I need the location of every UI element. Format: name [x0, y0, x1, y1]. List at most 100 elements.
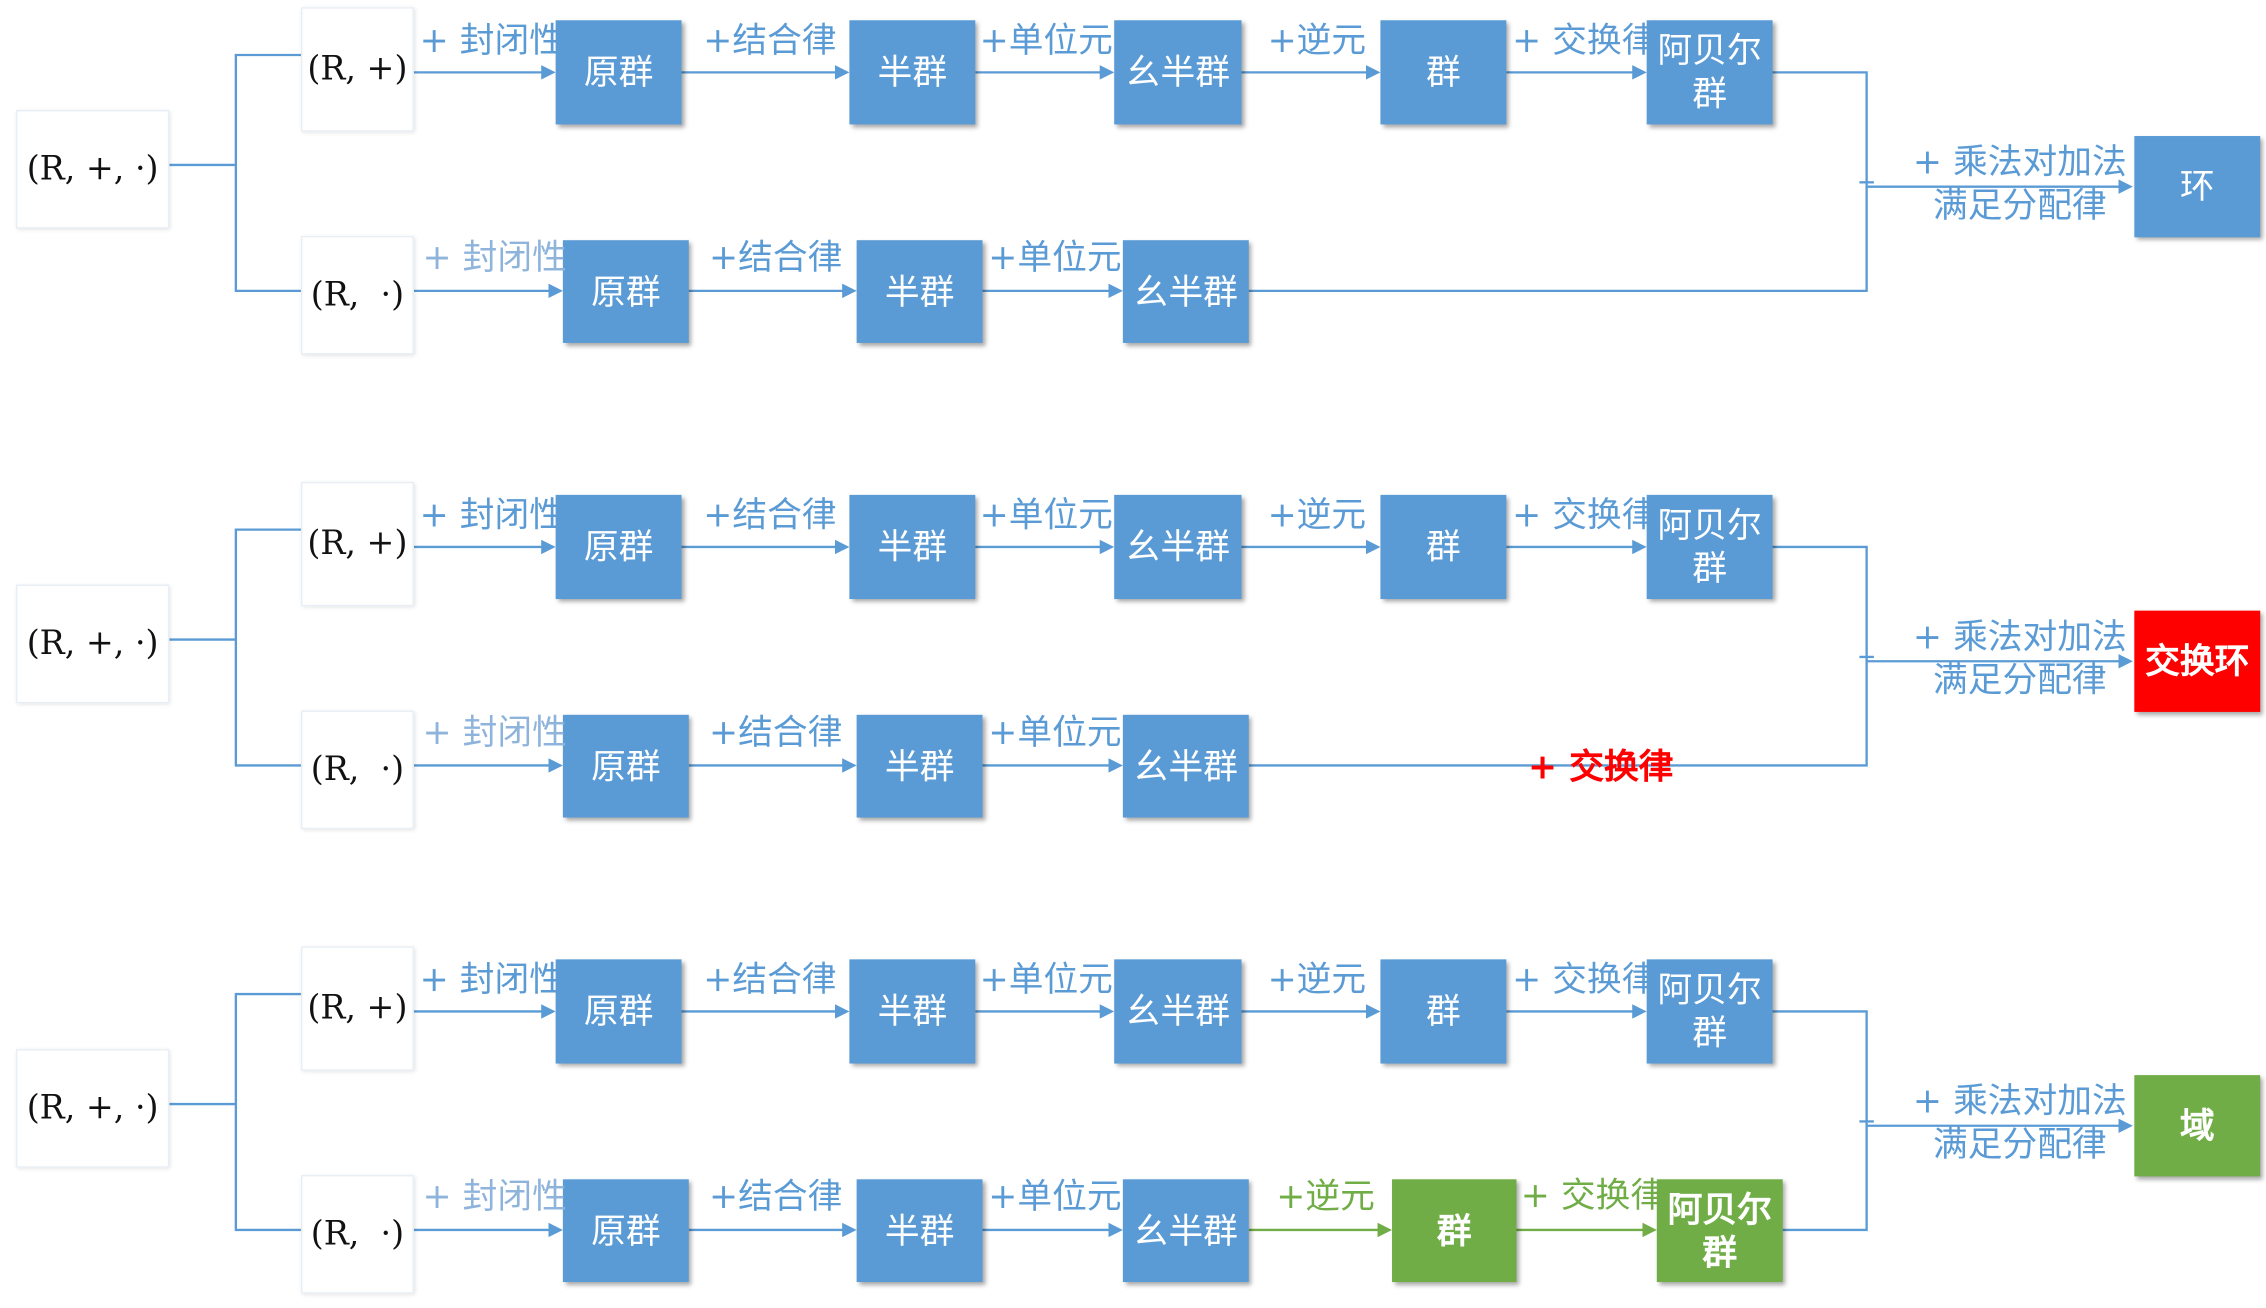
- panel3-bottom-group: 群: [1392, 1179, 1517, 1283]
- panel3-ring-set: (R, +, ·): [15, 1049, 170, 1168]
- panel1-top-identity-label: +单位元: [979, 20, 1113, 61]
- panel1-additive-set: (R, +): [300, 7, 414, 132]
- panel1-distributive-label-line1: + 乘法对加法: [1912, 141, 2127, 183]
- panel3-bottom-closure-label: + 封闭性: [422, 1176, 567, 1217]
- panel1-top-semigroup-label: 半群: [877, 52, 948, 93]
- panel1-top-associativity-label: +结合律: [703, 20, 837, 61]
- panel1-top-abelian-group-label: 阿贝尔 群: [1657, 30, 1762, 115]
- panel3-result-field: 域: [2134, 1075, 2261, 1177]
- panel2-bottom-semigroup-label: 半群: [884, 745, 955, 787]
- panel3-top-semigroup-label: 半群: [877, 991, 948, 1032]
- panel2-bottom-associativity-label: +结合律: [709, 711, 843, 753]
- panel2-join-bracket: [1248, 545, 1868, 767]
- panel2-top-monoid: 幺半群: [1114, 494, 1242, 600]
- panel2-bottom-semigroup: 半群: [856, 714, 983, 818]
- panel3-bottom-abelian-group: 阿贝尔 群: [1656, 1179, 1783, 1283]
- panel2-top-group-label: 群: [1426, 526, 1461, 568]
- panel3-top-monoid-label: 幺半群: [1125, 991, 1230, 1032]
- panel3-distributive-label-line1: + 乘法对加法: [1912, 1080, 2127, 1122]
- panel2-bottom-identity-label: +单位元: [988, 711, 1122, 753]
- panel3-result-field-label: 域: [2179, 1105, 2215, 1147]
- panel3-top-associativity-label: +结合律: [703, 959, 837, 1000]
- panel3-bottom-magma: 原群: [562, 1179, 689, 1283]
- panel2-bottom-monoid: 幺半群: [1122, 714, 1249, 818]
- panel1-top-closure-label: + 封闭性: [419, 20, 564, 61]
- panel1-top-group-label: 群: [1426, 52, 1461, 93]
- panel2-bottom-magma-label: 原群: [591, 745, 661, 787]
- panel3-top-closure-label: + 封闭性: [419, 959, 564, 1000]
- panel1-bottom-semigroup: 半群: [856, 240, 983, 343]
- panel3-top-monoid: 幺半群: [1114, 959, 1242, 1064]
- panel1-result-ring-label: 环: [2179, 166, 2215, 207]
- panel3-bottom-semigroup-label: 半群: [884, 1210, 955, 1251]
- panel3-bracket: [234, 992, 301, 1232]
- panel2-top-semigroup-label: 半群: [877, 526, 948, 568]
- panel1-top-commutativity-label: + 交换律: [1512, 20, 1657, 61]
- panel2-top-closure-label: + 封闭性: [419, 494, 564, 536]
- panel3-join-bracket: [1772, 1010, 1868, 1232]
- panel3-top-semigroup: 半群: [849, 959, 976, 1064]
- panel3-distributive-label: + 乘法对加法满足分配律: [1913, 1079, 2127, 1166]
- panel1-bottom-semigroup-label: 半群: [884, 271, 955, 312]
- panel1-bottom-identity-label: +单位元: [988, 237, 1122, 278]
- panel2-top-magma-label: 原群: [583, 526, 654, 568]
- panel3-bottom-magma-label: 原群: [591, 1210, 661, 1251]
- panel2-ring-set: (R, +, ·): [15, 584, 170, 704]
- panel1-bracket: [234, 53, 301, 293]
- panel1-ring-set: (R, +, ·): [15, 109, 170, 229]
- panel3-bottom-group-label: 群: [1436, 1210, 1472, 1251]
- panel3-bottom-monoid: 幺半群: [1122, 1179, 1249, 1283]
- panel2-distributive-label-line1: + 乘法对加法: [1912, 616, 2127, 657]
- panel2-mult-commutativity-label: + 交换律: [1528, 746, 1674, 788]
- panel2-top-abelian-group: 阿贝尔 群: [1646, 494, 1773, 600]
- panel3-additive-set: (R, +): [300, 946, 414, 1071]
- panel1-bottom-monoid: 幺半群: [1122, 240, 1249, 343]
- panel2-bracket: [234, 528, 301, 767]
- panel2-top-semigroup: 半群: [849, 494, 976, 600]
- panel3-top-magma: 原群: [555, 959, 682, 1064]
- panel1-top-group: 群: [1380, 20, 1507, 125]
- panel2-result-commutative-ring: 交换环: [2134, 610, 2261, 712]
- panel1-top-magma-label: 原群: [583, 52, 654, 93]
- panel2-top-abelian-group-label: 阿贝尔 群: [1657, 505, 1762, 589]
- panel3-bottom-commutativity-label: + 交换律: [1520, 1174, 1666, 1216]
- panel2-top-identity-label: +单位元: [979, 494, 1113, 536]
- panel1-bottom-magma-label: 原群: [591, 271, 661, 312]
- panel3-multiplicative-set: (R, ·): [300, 1174, 414, 1294]
- panel3-top-abelian-group: 阿贝尔 群: [1646, 959, 1773, 1064]
- panel3-bottom-identity-label: +单位元: [988, 1176, 1122, 1217]
- panel3-distributive-label-line2: 满足分配律: [1933, 1124, 2107, 1165]
- panel2-top-commutativity-label: + 交换律: [1512, 494, 1657, 536]
- panel3-top-abelian-group-label: 阿贝尔 群: [1657, 969, 1762, 1054]
- panel1-top-monoid-label: 幺半群: [1125, 52, 1230, 93]
- panel2-distributive-label-line2: 满足分配律: [1933, 659, 2107, 701]
- panel3-top-inverse-label: +逆元: [1267, 959, 1367, 1000]
- panel3-bottom-abelian-group-label: 阿贝尔 群: [1667, 1188, 1772, 1273]
- panel2-top-associativity-label: +结合律: [703, 494, 837, 536]
- panel3-top-group: 群: [1380, 959, 1507, 1064]
- panel2-top-inverse-label: +逆元: [1267, 494, 1367, 536]
- panel2-top-group: 群: [1380, 494, 1507, 600]
- panel3-bottom-monoid-label: 幺半群: [1133, 1210, 1238, 1251]
- panel1-bottom-closure-label: + 封闭性: [422, 237, 567, 278]
- panel1-top-inverse-label: +逆元: [1267, 20, 1367, 61]
- panel3-bottom-semigroup: 半群: [856, 1179, 983, 1283]
- panel1-distributive-label-line2: 满足分配律: [1933, 185, 2107, 226]
- panel1-top-abelian-group: 阿贝尔 群: [1646, 20, 1773, 125]
- panel1-join-bracket: [1248, 71, 1868, 293]
- panel3-top-group-label: 群: [1426, 991, 1461, 1032]
- panel2-bottom-monoid-label: 幺半群: [1133, 745, 1238, 787]
- panel1-top-magma: 原群: [555, 20, 682, 125]
- panel2-result-commutative-ring-label: 交换环: [2145, 641, 2250, 682]
- panel2-bottom-magma: 原群: [562, 714, 689, 818]
- panel1-top-semigroup: 半群: [849, 20, 976, 125]
- panel1-bottom-associativity-label: +结合律: [709, 237, 843, 278]
- panel3-top-magma-label: 原群: [583, 991, 654, 1032]
- panel3-bottom-associativity-label: +结合律: [709, 1176, 843, 1217]
- panel1-bottom-magma: 原群: [562, 240, 689, 343]
- panel1-distributive-label: + 乘法对加法满足分配律: [1913, 140, 2127, 227]
- panel2-distributive-label: + 乘法对加法满足分配律: [1913, 615, 2127, 702]
- panel1-multiplicative-set: (R, ·): [300, 235, 414, 355]
